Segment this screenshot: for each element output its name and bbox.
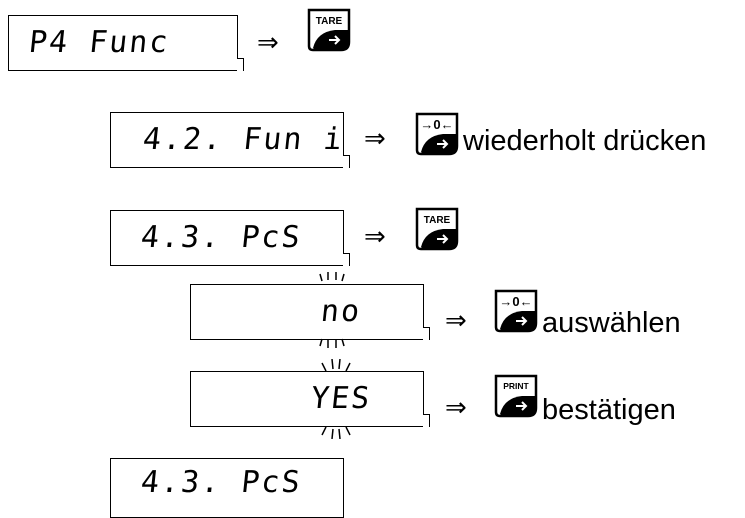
arrow-icon: ⇒ <box>364 124 386 154</box>
display-text: 4.2. Fun i <box>141 122 346 157</box>
tare-key-label: TARE <box>316 16 343 27</box>
zero-key-label: →0← <box>499 294 532 309</box>
arrow-icon: ⇒ <box>257 28 279 58</box>
tare-key-icon[interactable]: TARE <box>305 6 353 54</box>
zero-key-label: →0← <box>420 117 453 132</box>
tare-key-label: TARE <box>424 215 451 226</box>
zero-key-icon[interactable]: →0← <box>413 110 461 158</box>
blink-indicator-icon <box>321 359 351 439</box>
display-cap <box>237 58 244 71</box>
blink-indicator-icon <box>319 272 345 348</box>
action-label: bestätigen <box>542 394 676 426</box>
action-label: auswählen <box>542 307 681 339</box>
display-cap <box>423 414 430 427</box>
display-text: 4.3. PcS <box>139 465 304 500</box>
print-key-icon[interactable]: PRINT <box>492 372 540 420</box>
display-cap <box>343 155 350 168</box>
display-row-1: P4 Func <box>8 15 244 71</box>
display-row-6: 4.3. PcS <box>110 458 344 518</box>
arrow-icon: ⇒ <box>445 306 467 336</box>
display-row-3: 4.3. PcS <box>110 210 350 266</box>
arrow-icon: ⇒ <box>445 393 467 423</box>
display-text: 4.3. PcS <box>139 220 304 255</box>
tare-key-icon[interactable]: TARE <box>413 205 461 253</box>
action-label: wiederholt drücken <box>463 125 707 157</box>
display-row-2: 4.2. Fun i <box>110 112 350 168</box>
display-row-5: YES <box>190 371 430 427</box>
arrow-icon: ⇒ <box>364 222 386 252</box>
display-cap <box>343 253 350 266</box>
display-row-4: no <box>190 284 430 340</box>
zero-key-icon[interactable]: →0← <box>492 287 540 335</box>
display-text: P4 Func <box>27 25 172 60</box>
print-key-label: PRINT <box>503 381 529 391</box>
display-cap <box>423 327 430 340</box>
